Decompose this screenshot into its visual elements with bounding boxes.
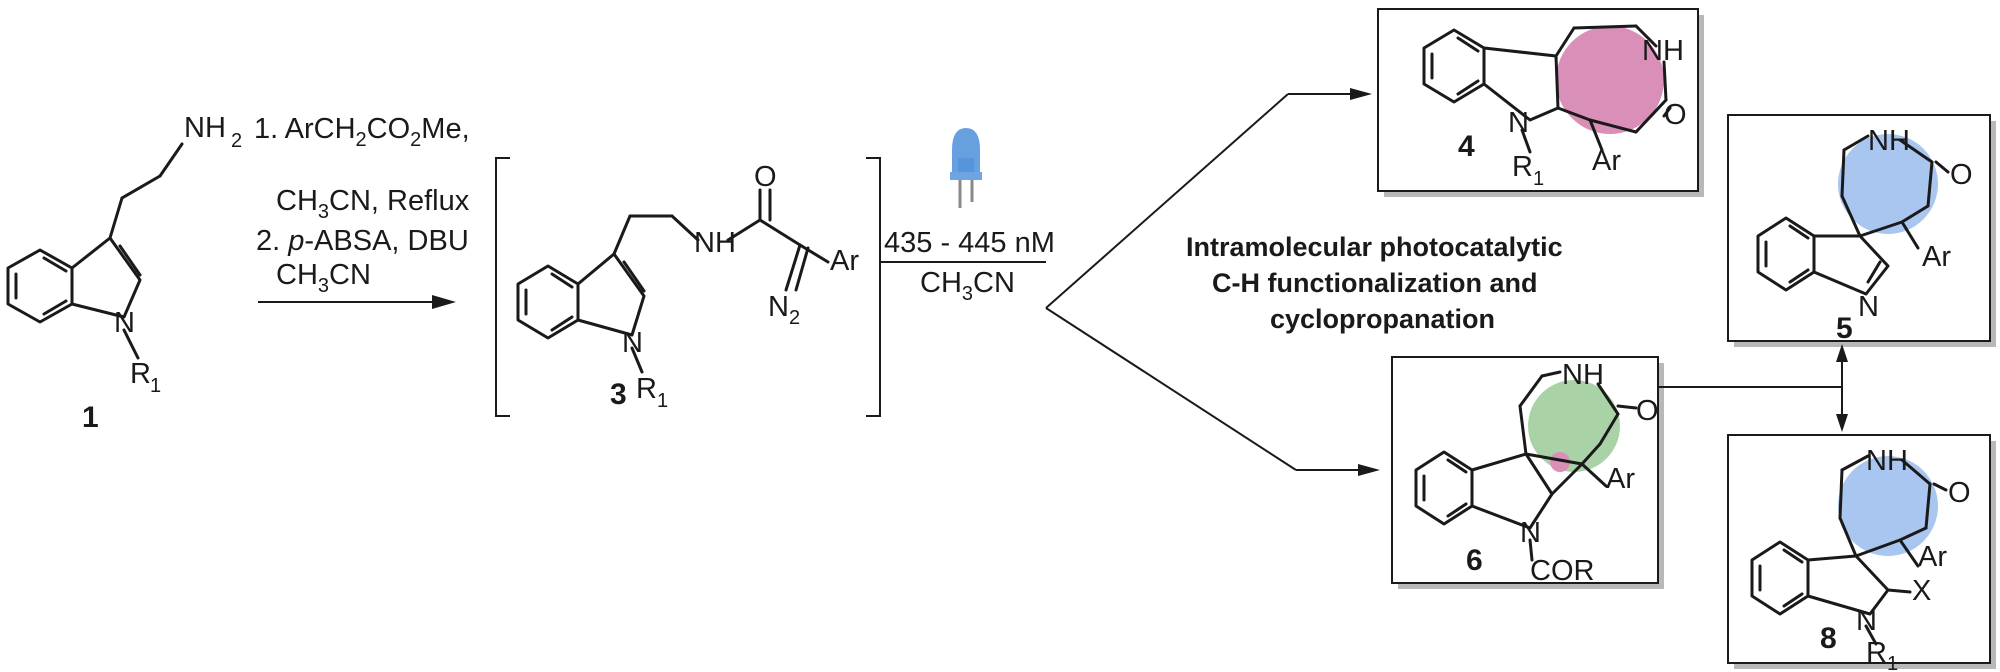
- annotation-line1: Intramolecular photocatalytic: [1186, 232, 1563, 262]
- compound-5-skeleton: [1756, 134, 1950, 296]
- step1-arrow: [258, 295, 456, 309]
- branch-arrow-up: [1045, 88, 1372, 309]
- c4-n-atom: N: [1508, 107, 1529, 139]
- branch-arrow-down: [1045, 307, 1380, 476]
- compound-3: N NH O Ar N2 R1 3: [516, 161, 859, 412]
- compound-6-box: [1391, 356, 1659, 584]
- c5-o-label: O: [1950, 159, 1973, 191]
- c3-ar-label: Ar: [830, 245, 859, 277]
- c6-nh-label: NH: [1562, 359, 1604, 391]
- step1-line4: CH3CN: [276, 259, 371, 297]
- step2-solvent: CH3CN: [920, 267, 1015, 305]
- c1-r-label: R: [130, 358, 151, 390]
- step1-line3: 2. p-ABSA, DBU: [256, 225, 469, 257]
- connector-6-to-5-and-8: [1658, 344, 1848, 432]
- c6-n-atom: N: [1520, 517, 1541, 549]
- compound-8-skeleton: [1750, 454, 1948, 646]
- c8-r-label: R1: [1866, 637, 1898, 672]
- c3-r-label: R1: [636, 373, 668, 412]
- step1-conditions: 1. ArCH2CO2Me, CH3CN, Reflux 2. p-ABSA, …: [254, 113, 470, 297]
- c4-ar-label: Ar: [1592, 145, 1621, 177]
- c8-o-label: O: [1948, 477, 1971, 509]
- c5-n-atom: N: [1858, 291, 1879, 323]
- c1-n-atom: N: [114, 307, 135, 339]
- c8-nh-label: NH: [1866, 445, 1908, 477]
- compound-1: N NH 2 R 1 1: [6, 112, 242, 434]
- compound-5: NH O Ar N 5: [1756, 125, 1973, 345]
- bracket-left: [495, 157, 510, 417]
- c8-n-atom: N: [1856, 605, 1877, 637]
- blue-led-icon: [950, 128, 982, 208]
- compound-5-number: 5: [1836, 312, 1853, 345]
- c3-n2-label: N2: [768, 291, 800, 329]
- c5-blue-ring: [1838, 134, 1938, 234]
- c4-nh-label: NH: [1642, 35, 1684, 67]
- compound-3-number: 3: [610, 378, 627, 411]
- compound-4-skeleton: [1422, 24, 1672, 154]
- compound-4: NH O N Ar R1 4: [1422, 24, 1687, 190]
- compound-4-number: 4: [1458, 130, 1475, 163]
- step1-line2: CH3CN, Reflux: [276, 185, 470, 223]
- step1-line1: 1. ArCH2CO2Me,: [254, 113, 470, 151]
- step2-wavelength: 435 - 445 nM: [884, 227, 1055, 259]
- c3-nh-label: NH: [694, 227, 736, 259]
- c8-x-label: X: [1912, 575, 1931, 607]
- c8-ar-label: Ar: [1918, 541, 1947, 573]
- c4-r-label: R1: [1512, 151, 1544, 190]
- compound-6-number: 6: [1466, 544, 1483, 577]
- c1-r-subscript: 1: [150, 375, 161, 397]
- c6-ar-label: Ar: [1606, 463, 1635, 495]
- c1-amine-subscript: 2: [231, 130, 242, 152]
- c3-n-atom: N: [622, 327, 643, 359]
- annotation-line3: cyclopropanation: [1270, 304, 1495, 334]
- annotation-line2: C-H functionalization and: [1212, 268, 1537, 298]
- compound-1-number: 1: [82, 401, 99, 434]
- c5-nh-label: NH: [1868, 125, 1910, 157]
- compound-6: NH O Ar N COR 6: [1414, 359, 1659, 587]
- compound-3-skeleton: [516, 188, 830, 374]
- c8-blue-ring: [1838, 456, 1938, 556]
- c3-o-label: O: [754, 161, 777, 193]
- compound-8: NH O Ar X N R1 8: [1750, 445, 1971, 672]
- c5-ar-label: Ar: [1922, 241, 1951, 273]
- c6-pink-dot: [1550, 452, 1570, 472]
- c6-cor-label: COR: [1530, 555, 1594, 587]
- bracket-right: [866, 157, 881, 417]
- compound-6-skeleton: [1414, 370, 1638, 562]
- c4-pink-ring: [1556, 26, 1664, 134]
- compound-8-number: 8: [1820, 622, 1837, 655]
- c4-o-label: O: [1664, 99, 1687, 131]
- compound-1-skeleton: [6, 142, 184, 360]
- c6-o-label: O: [1636, 395, 1659, 427]
- c1-amine-label: NH: [184, 112, 226, 144]
